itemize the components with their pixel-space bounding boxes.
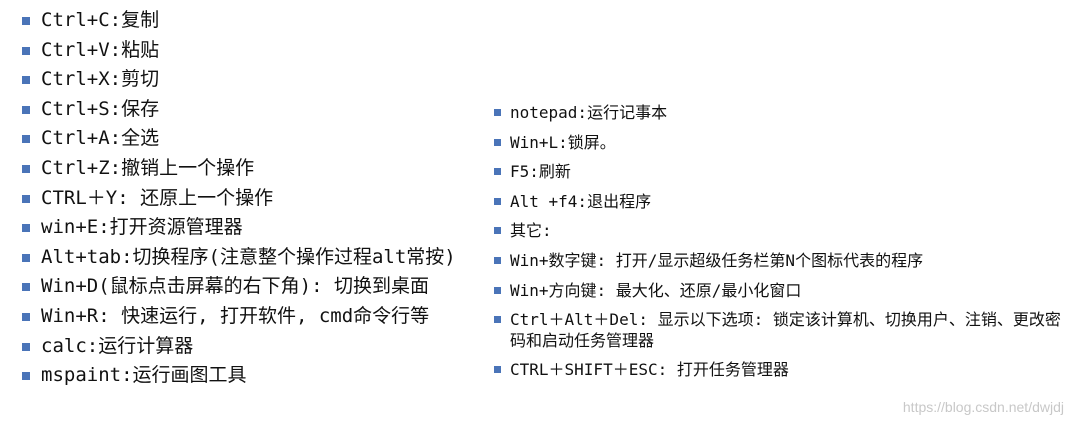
shortcut-text: mspaint:运行画图工具	[41, 364, 247, 387]
list-item: CTRL＋Y: 还原上一个操作	[22, 184, 492, 214]
bullet-icon	[494, 256, 501, 264]
shortcut-text: CTRL＋Y: 还原上一个操作	[41, 186, 274, 209]
bullet-icon	[22, 312, 30, 321]
bullet-icon	[22, 46, 30, 55]
list-item: F5:刷新	[494, 157, 1062, 187]
list-item: Ctrl+S:保存	[22, 95, 492, 125]
shortcut-text: F5:刷新	[510, 162, 571, 182]
list-item: Ctrl+X:剪切	[22, 65, 492, 95]
bullet-icon	[22, 342, 30, 351]
bullet-icon	[22, 283, 30, 292]
shortcut-text: Ctrl+X:剪切	[41, 68, 160, 91]
bullet-icon	[494, 138, 501, 146]
bullet-icon	[494, 366, 501, 374]
list-item: Alt +f4:退出程序	[494, 187, 1062, 217]
shortcut-text: Alt+tab:切换程序(注意整个操作过程alt常按)	[41, 245, 456, 268]
shortcut-list-left: Ctrl+C:复制 Ctrl+V:粘贴 Ctrl+X:剪切 Ctrl+S:保存 …	[22, 6, 492, 391]
bullet-icon	[22, 105, 30, 114]
shortcut-text: Win+方向键: 最大化、还原/最小化窗口	[510, 280, 802, 300]
bullet-icon	[22, 253, 30, 262]
shortcut-list-right: notepad:运行记事本 Win+L:锁屏。 F5:刷新 Alt +f4:退出…	[494, 98, 1062, 385]
list-item: Ctrl＋Alt＋Del: 显示以下选项: 锁定该计算机、切换用户、注销、更改密…	[494, 305, 1062, 355]
bullet-icon	[22, 135, 30, 144]
bullet-icon	[22, 17, 30, 25]
list-item: Ctrl+C:复制	[22, 6, 492, 36]
list-item: win+E:打开资源管理器	[22, 213, 492, 243]
shortcut-text: Ctrl+V:粘贴	[41, 38, 160, 61]
list-item: Win+L:锁屏。	[494, 128, 1062, 158]
bullet-icon	[22, 164, 30, 173]
bullet-icon	[494, 109, 501, 116]
list-item: Win+D(鼠标点击屏幕的右下角): 切换到桌面	[22, 272, 492, 302]
list-item: Ctrl+Z:撤销上一个操作	[22, 154, 492, 184]
shortcut-text: Ctrl＋Alt＋Del: 显示以下选项: 锁定该计算机、切换用户、注销、更改密…	[510, 310, 1061, 351]
bullet-icon	[22, 372, 30, 381]
bullet-icon	[494, 168, 501, 176]
list-item: Ctrl+A:全选	[22, 124, 492, 154]
bullet-icon	[494, 316, 501, 324]
list-item: mspaint:运行画图工具	[22, 361, 492, 391]
list-item: Win+R: 快速运行, 打开软件, cmd命令行等	[22, 302, 492, 332]
shortcut-text: Win+D(鼠标点击屏幕的右下角): 切换到桌面	[41, 275, 429, 298]
shortcut-text: CTRL＋SHIFT＋ESC: 打开任务管理器	[510, 360, 789, 380]
shortcut-text: Ctrl+Z:撤销上一个操作	[41, 156, 255, 179]
bullet-icon	[22, 76, 30, 85]
shortcut-text: calc:运行计算器	[41, 334, 194, 357]
list-item: 其它:	[494, 216, 1062, 246]
list-item: Win+数字键: 打开/显示超级任务栏第N个图标代表的程序	[494, 246, 1062, 276]
shortcut-text: 其它:	[510, 221, 552, 241]
bullet-icon	[494, 227, 501, 235]
shortcut-text: Win+R: 快速运行, 打开软件, cmd命令行等	[41, 304, 430, 327]
shortcut-text: win+E:打开资源管理器	[41, 216, 243, 239]
shortcut-text: Alt +f4:退出程序	[510, 191, 652, 211]
shortcut-text: Ctrl+A:全选	[41, 127, 160, 150]
shortcut-text: Ctrl+S:保存	[41, 97, 160, 120]
bullet-icon	[494, 286, 501, 294]
watermark-text: https://blog.csdn.net/dwjdj	[902, 399, 1064, 415]
shortcut-text: Win+数字键: 打开/显示超级任务栏第N个图标代表的程序	[510, 250, 924, 270]
bullet-icon	[22, 194, 30, 203]
list-item: notepad:运行记事本	[494, 98, 1062, 128]
shortcut-text: Win+L:锁屏。	[510, 132, 616, 152]
list-item: Alt+tab:切换程序(注意整个操作过程alt常按)	[22, 243, 492, 273]
bullet-icon	[22, 224, 30, 233]
list-item: Ctrl+V:粘贴	[22, 36, 492, 66]
shortcut-text: notepad:运行记事本	[510, 103, 668, 122]
list-item: CTRL＋SHIFT＋ESC: 打开任务管理器	[494, 355, 1062, 385]
bullet-icon	[494, 197, 501, 205]
list-item: calc:运行计算器	[22, 332, 492, 362]
list-item: Win+方向键: 最大化、还原/最小化窗口	[494, 276, 1062, 306]
shortcut-text: Ctrl+C:复制	[41, 9, 160, 31]
